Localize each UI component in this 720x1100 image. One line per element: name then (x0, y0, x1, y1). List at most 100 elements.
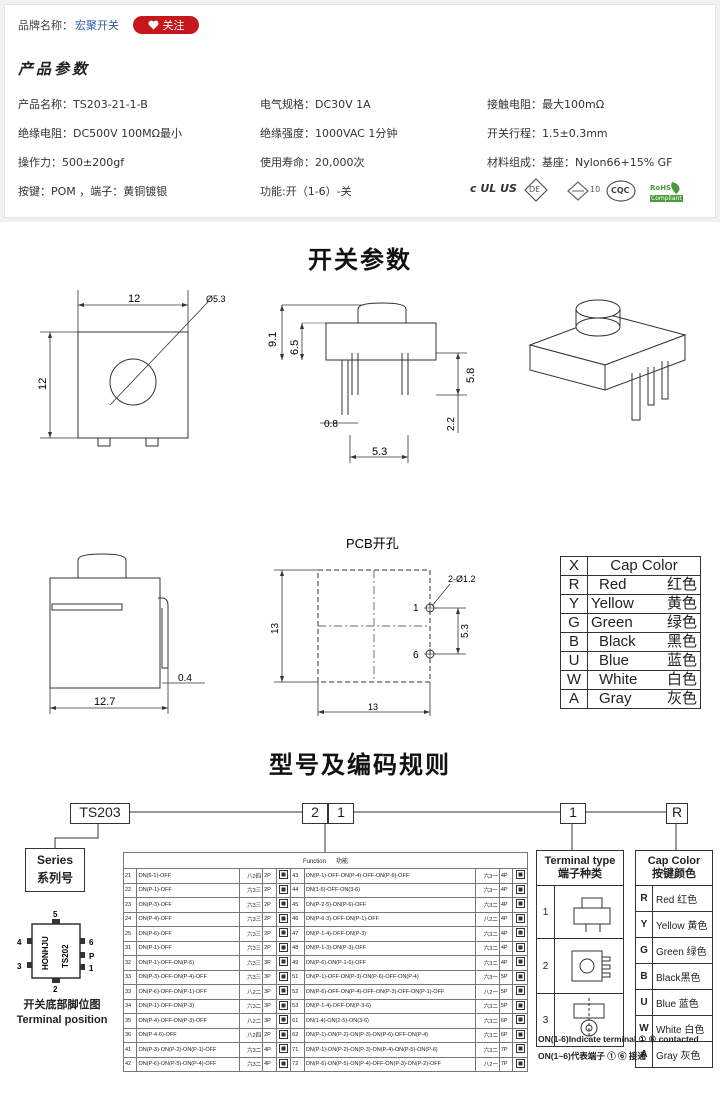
front-view-drawing: 12.7 0.4 (49, 553, 205, 714)
terminal-type-3-icon (554, 993, 624, 1047)
table-cell: 43 (290, 868, 305, 884)
switch-symbol-icon (512, 969, 528, 985)
table-cell: 六3二 (475, 1042, 500, 1058)
switch-symbol-icon (275, 911, 292, 927)
table-cell: 62 (290, 1027, 305, 1043)
switch-symbol-icon (275, 1056, 292, 1072)
brand-name-link[interactable]: 宏聚开关 (75, 19, 119, 32)
table-cell: 2P (262, 868, 277, 884)
spec-item: 绝缘强度：1000VAC 1分钟 (260, 127, 398, 140)
table-cell: X (560, 556, 588, 576)
terminal-title-cn: 端子种类 (558, 868, 602, 880)
table-cell: 八2二 (475, 911, 500, 927)
table-cell: 31 (122, 940, 138, 956)
terminal-position-cn: 开关底部脚位图 (23, 999, 101, 1011)
function-table-header: Function 功能 (123, 852, 528, 869)
table-cell: 35 (122, 1013, 138, 1029)
follow-button[interactable]: 关注 (133, 16, 199, 34)
table-cell: 32 (122, 955, 138, 971)
table-row: 2 (536, 938, 624, 994)
table-cell: ON(1-6)-OFF-ON(3-6) (303, 882, 477, 898)
table-cell: 3P (262, 955, 277, 971)
table-cell: B (635, 963, 653, 990)
switch-symbol-icon (275, 926, 292, 942)
table-cell: 3P (262, 998, 277, 1014)
series-label-en: Series (36, 853, 74, 867)
table-cell: U (635, 989, 653, 1016)
chip-label: TS202 (61, 944, 70, 968)
function-header: Function 功能 (123, 852, 528, 869)
table-cell: 六3二 (238, 1042, 264, 1058)
switch-symbol-icon (275, 1042, 292, 1058)
pcb-title: PCB开孔 (346, 536, 399, 551)
switch-symbol-icon (275, 940, 292, 956)
code-box-terminal: 1 (560, 803, 586, 824)
dim-label: 12 (37, 378, 49, 390)
switch-symbol-icon (512, 897, 528, 913)
table-cell: 7P (498, 1042, 514, 1058)
table-cell: ON(P-4-6)-OFF (136, 1027, 240, 1043)
cap-color-en: Red (599, 576, 627, 593)
capcolor-title-cn: 按键颜色 (652, 868, 696, 880)
table-cell: ON(P-1)-OFF-ON(P-3) (136, 998, 240, 1014)
table-cell: 八2四 (238, 1027, 264, 1043)
dim-label: 5.3 (372, 446, 387, 458)
follow-label: 关注 (162, 19, 185, 32)
heart-icon (147, 20, 159, 30)
cap-color-en: Blue (599, 652, 630, 669)
table-cell: 六3二 (475, 1013, 500, 1029)
top-view-drawing: 12 Ø5.3 12 (37, 290, 226, 447)
spec-item: 使用寿命：20,000次 (260, 156, 365, 169)
switch-symbol-icon (512, 1042, 528, 1058)
table-cell: ON(P-1)-OFF-ON(P-6) (136, 955, 240, 971)
table-cell: A (560, 689, 588, 709)
dim-label: 0.8 (324, 419, 338, 430)
code-box-function-2: 1 (328, 803, 354, 824)
table-cell: ON(P-1)-ON(P-2)-ON(P-3)-ON(P-4)-ON(P-5)-… (303, 1042, 477, 1058)
table-cell: U (560, 651, 588, 671)
rohs-cert-logo: RoHS Compliant (650, 180, 686, 204)
table-cell: B (560, 632, 588, 652)
table-cell: 2P (262, 940, 277, 956)
side-view-drawing: 9.1 6.5 5.8 0.8 2.2 5.3 (267, 302, 477, 463)
pin-label: 6 (89, 938, 94, 947)
spec-item: 材料组成：基座：Nylon66+15% GF (487, 156, 673, 169)
switch-symbol-icon (275, 882, 292, 898)
table-cell: 42 (122, 1056, 138, 1072)
table-cell: 36 (122, 1027, 138, 1043)
cap-color-en: Gray (599, 690, 632, 707)
table-cell: 六3三 (238, 926, 264, 942)
table-row: 1 (536, 885, 624, 939)
spec-item: 开关行程：1.5±0.3mm (487, 127, 608, 140)
table-cell: ON(P-1)-OFF (136, 882, 240, 898)
table-cell: 53 (290, 998, 305, 1014)
cap-color-en: White (599, 671, 638, 688)
table-cell: ON(P-6)-OFF-ON(P-1)-OFF (136, 984, 240, 1000)
dim-label: Ø5.3 (206, 294, 226, 304)
table-cell: 八2四 (238, 868, 264, 884)
table-cell: ON(P-6)-ON(P-5)-ON(P-4)-OFF (136, 1056, 240, 1072)
terminal-note-cn: ON(1~6)代表端子 ① ⑥ 接通 (538, 1051, 646, 1061)
table-cell: 2P (262, 897, 277, 913)
switch-symbol-icon (275, 897, 292, 913)
table-cell: 4P (498, 955, 514, 971)
table-cell: 21 (122, 868, 138, 884)
table-cell: 六3二 (475, 1027, 500, 1043)
brand-row: 品牌名称： 宏聚开关 关注 (18, 16, 199, 34)
dim-label: 12.7 (94, 696, 115, 708)
series-label-cn: 系列号 (36, 871, 73, 885)
table-cell: 六3三 (238, 955, 264, 971)
table-cell: ON(P-6)-ON(P-5)-ON(P-4)-OFF-ON(P-3)-ON(P… (303, 1056, 477, 1072)
